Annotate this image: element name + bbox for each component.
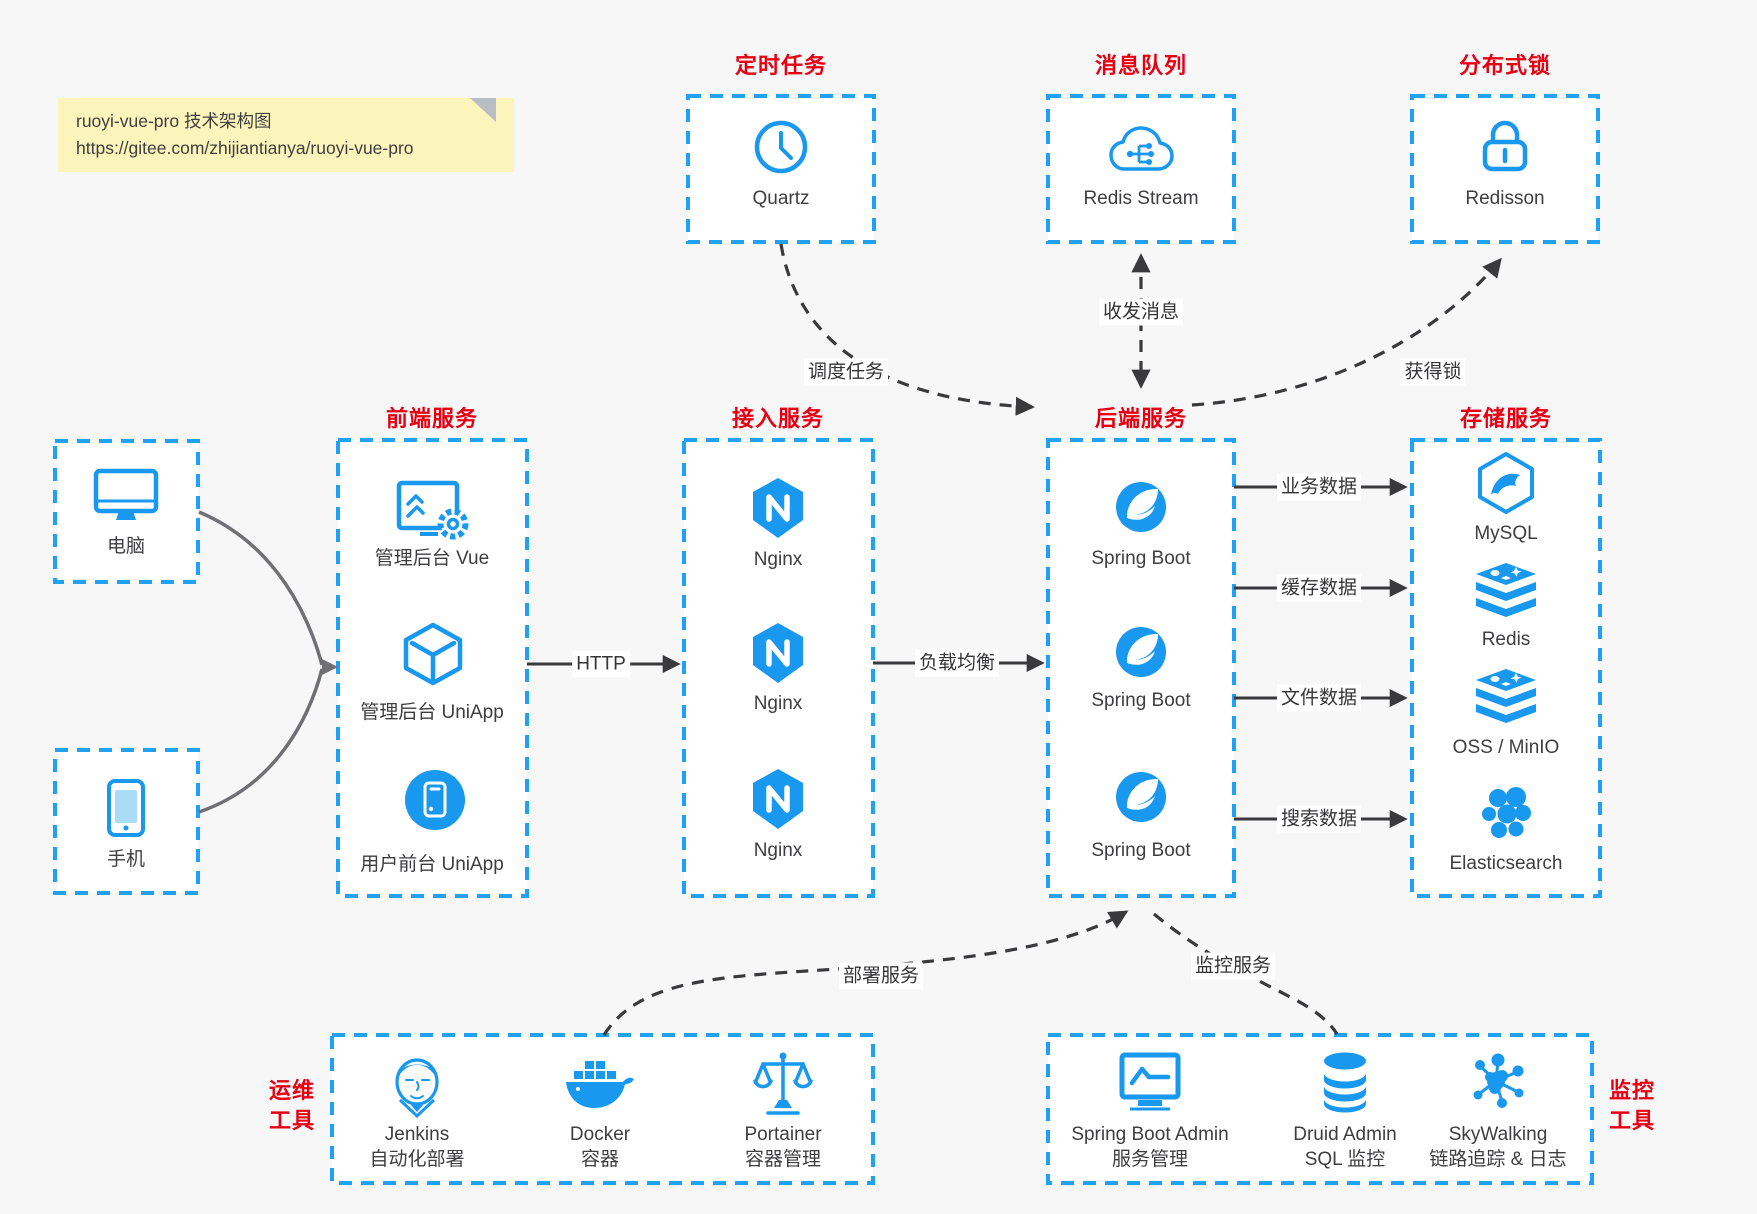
node-sublabel-skywalking: 链路追踪 & 日志 [1429, 1149, 1567, 1170]
pc-to-frontend-curve [198, 510, 324, 666]
node-sublabel-spring-boot-admin: 服务管理 [1111, 1149, 1189, 1170]
schedule-curve [779, 243, 1035, 416]
ops-title-line1: 运维 [268, 1078, 316, 1103]
node-label-mobile: 手机 [106, 849, 146, 870]
sticky-note: ruoyi-vue-pro 技术架构图 https://gitee.com/zh… [58, 98, 514, 172]
monitor-title-line1: 监控 [1608, 1078, 1656, 1103]
note-url: https://gitee.com/zhijiantianya/ruoyi-vu… [76, 138, 414, 158]
nginx-icon [753, 478, 803, 538]
group-title-ops-tools: 运维 工具 [269, 1076, 315, 1136]
group-title-monitor-tools: 监控 工具 [1609, 1076, 1655, 1136]
node-sublabel-jenkins: 自动化部署 [369, 1149, 465, 1170]
phone-icon [107, 779, 145, 837]
docker-icon [566, 1061, 634, 1108]
spring-icon [1116, 627, 1166, 677]
ops-title-line2: 工具 [268, 1108, 316, 1133]
monitor-title-line2: 工具 [1608, 1108, 1656, 1133]
column-title-gateway: 接入服务 [731, 406, 825, 431]
node-label-admin-vue: 管理后台 Vue [374, 548, 490, 569]
node-label-admin-uniapp: 管理后台 UniApp [360, 702, 504, 723]
node-label-jenkins: Jenkins [384, 1124, 450, 1145]
spring-icon [1116, 772, 1166, 822]
node-label-portainer: Portainer [744, 1124, 822, 1145]
node-label-springboot-2: Spring Boot [1091, 690, 1191, 711]
node-label-mysql: MySQL [1474, 523, 1538, 544]
edge-label-file-data: 文件数据 [1276, 684, 1362, 712]
phone-to-frontend-curve [198, 668, 324, 814]
skywalking-icon [1473, 1053, 1524, 1108]
desktop-icon [93, 468, 159, 520]
group-title-message-queue: 消息队列 [1094, 53, 1188, 78]
edge-label-messaging: 收发消息 [1098, 298, 1184, 326]
sba-icon [1119, 1052, 1181, 1111]
column-title-frontend: 前端服务 [385, 406, 479, 431]
redis-stack-icon [1476, 563, 1536, 617]
edge-label-lock: 获得锁 [1400, 358, 1466, 386]
node-label-redis: Redis [1481, 629, 1531, 650]
client-arrowhead [322, 659, 338, 675]
deploy-curve [602, 910, 1129, 1036]
edge-label-business-data: 业务数据 [1276, 473, 1362, 501]
node-label-springboot-3: Spring Boot [1091, 840, 1191, 861]
node-label-user-uniapp: 用户前台 UniApp [360, 854, 504, 875]
monitor-curve [1152, 912, 1339, 1035]
node-label-springboot-1: Spring Boot [1091, 548, 1191, 569]
node-label-spring-boot-admin: Spring Boot Admin [1071, 1124, 1229, 1145]
admin-vue-icon [396, 480, 469, 540]
edge-label-cache-data: 缓存数据 [1276, 574, 1362, 602]
cube-icon [403, 622, 463, 686]
node-sublabel-druid-admin: SQL 监控 [1304, 1149, 1386, 1170]
edge-label-http: HTTP [572, 650, 630, 678]
edge-label-load-balance: 负载均衡 [914, 649, 1000, 677]
mysql-icon [1478, 452, 1534, 514]
edge-label-search-data: 搜索数据 [1276, 805, 1362, 833]
note-title: ruoyi-vue-pro 技术架构图 [76, 111, 272, 131]
node-label-druid-admin: Druid Admin [1293, 1124, 1397, 1145]
node-label-pc: 电脑 [106, 536, 146, 557]
node-label-oss-minio: OSS / MinIO [1452, 737, 1560, 758]
mobile-circle-icon [405, 770, 465, 830]
node-label-skywalking: SkyWalking [1448, 1124, 1548, 1145]
portainer-icon [753, 1052, 813, 1115]
group-title-distributed-lock: 分布式锁 [1458, 53, 1552, 78]
clock-icon [754, 120, 808, 174]
elasticsearch-icon [1482, 787, 1531, 838]
node-label-nginx-3: Nginx [753, 840, 803, 861]
node-sublabel-docker: 容器 [580, 1149, 620, 1170]
node-label-redisson: Redisson [1465, 188, 1545, 209]
group-title-scheduled-jobs: 定时任务 [734, 53, 828, 78]
cloud-stream-icon [1109, 126, 1174, 171]
node-label-nginx-1: Nginx [753, 549, 803, 570]
node-label-docker: Docker [569, 1124, 631, 1145]
note-fold-icon [470, 98, 496, 122]
lock-icon [1482, 120, 1528, 172]
edge-label-monitor: 监控服务 [1190, 952, 1276, 980]
spring-icon [1116, 482, 1166, 532]
edge-label-deploy: 部署服务 [838, 962, 924, 990]
node-label-redis-stream: Redis Stream [1083, 188, 1199, 209]
druid-icon [1324, 1052, 1366, 1113]
jenkins-icon [395, 1058, 439, 1119]
edge-label-schedule: 调度任务 [803, 358, 889, 386]
nginx-icon [753, 769, 803, 829]
node-sublabel-portainer: 容器管理 [744, 1149, 822, 1170]
node-label-quartz: Quartz [752, 188, 810, 209]
column-title-backend: 后端服务 [1094, 406, 1188, 431]
nginx-icon [753, 623, 803, 683]
node-label-elasticsearch: Elasticsearch [1449, 853, 1563, 874]
node-label-nginx-2: Nginx [753, 693, 803, 714]
redis-stack-icon [1476, 669, 1536, 723]
column-title-storage: 存储服务 [1459, 406, 1553, 431]
lock-curve [1191, 257, 1502, 407]
